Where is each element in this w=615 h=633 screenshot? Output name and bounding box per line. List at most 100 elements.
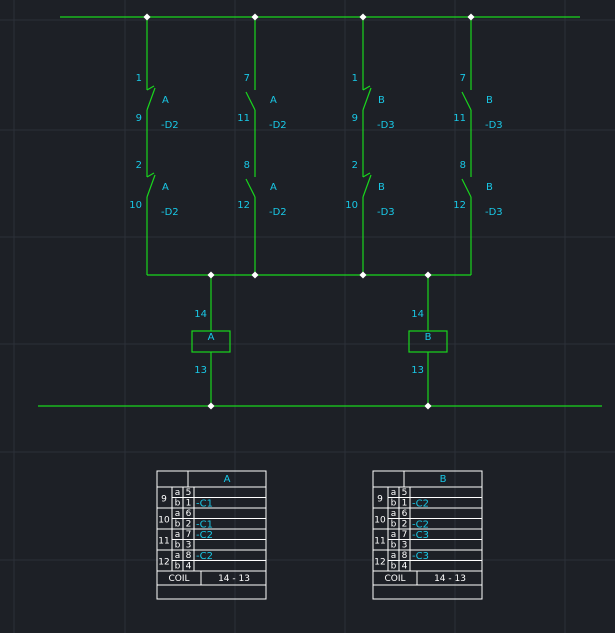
- table-cell-reference: -C2: [412, 499, 429, 510]
- contact-nc-hook: [362, 85, 371, 91]
- junction-node: [251, 271, 259, 279]
- contact-nc-hook: [146, 172, 155, 178]
- table-cell-pin: 6: [402, 509, 408, 519]
- junction-node: [359, 13, 367, 21]
- pin-label-bottom: 11: [237, 113, 250, 124]
- contact-blade: [245, 178, 256, 198]
- contact-letter: A: [162, 95, 169, 106]
- contact-blade: [245, 91, 256, 111]
- contact-letter: B: [378, 182, 385, 193]
- junction-node: [359, 271, 367, 279]
- table-cell-type: b: [391, 520, 397, 530]
- table-group-number: 12: [374, 558, 385, 568]
- table-cell-pin: 8: [402, 551, 408, 561]
- table-coil-label: COIL: [168, 574, 189, 584]
- table-header: A: [224, 474, 231, 485]
- pin-label-top: 7: [460, 73, 466, 84]
- pin-label-top: 8: [244, 160, 250, 171]
- table-cell-reference: -C1: [196, 520, 213, 531]
- table-group-number: 10: [158, 516, 170, 526]
- pin-label-top: 8: [460, 160, 466, 171]
- contact-blade: [362, 87, 372, 111]
- table-cell-pin: 7: [186, 530, 192, 540]
- table-cell-pin: 2: [402, 520, 408, 530]
- table-cell-pin: 4: [186, 562, 192, 572]
- contact-device: -D2: [269, 207, 287, 218]
- junction-nodes: [143, 13, 475, 410]
- coil-box: [191, 330, 231, 353]
- junction-node: [424, 271, 432, 279]
- table-cell-reference: -C2: [196, 530, 213, 541]
- table-border: [372, 470, 483, 600]
- table-group-number: 9: [161, 495, 167, 505]
- contact-nc-hook: [146, 85, 155, 91]
- table-cell-type: b: [391, 499, 397, 509]
- junction-node: [251, 13, 259, 21]
- pin-label-bottom: 9: [352, 113, 358, 124]
- contact-blade: [362, 174, 372, 198]
- table-cell-type: a: [175, 551, 181, 561]
- contact-device: -D2: [269, 120, 287, 131]
- junction-node: [207, 271, 215, 279]
- table-cell-pin: 2: [186, 520, 192, 530]
- table-group-number: 10: [374, 516, 386, 526]
- contact-letter: B: [486, 95, 493, 106]
- contact-letter: B: [486, 182, 493, 193]
- table-cell-pin: 1: [186, 499, 192, 509]
- contact-device: -D3: [485, 120, 503, 131]
- contact-blade: [461, 178, 472, 198]
- table-coil-pins: 14 - 13: [218, 574, 250, 584]
- contact-blade: [461, 91, 472, 111]
- table-cell-reference: -C2: [412, 520, 429, 531]
- contact-letter: B: [378, 95, 385, 106]
- table-cell-pin: 4: [402, 562, 408, 572]
- table-cell-pin: 3: [186, 541, 192, 551]
- table-cell-type: a: [175, 509, 181, 519]
- table-cell-type: b: [175, 562, 181, 572]
- table-group-number: 12: [158, 558, 169, 568]
- table-group-number: 11: [158, 537, 169, 547]
- pin-label-top: 7: [244, 73, 250, 84]
- contact-c1: 19A-D2: [136, 73, 179, 131]
- table-header: B: [440, 474, 447, 485]
- wires: [38, 16, 602, 407]
- pin-label-top: 2: [136, 160, 142, 171]
- contact-letter: A: [270, 95, 277, 106]
- table-coil-label: COIL: [384, 574, 405, 584]
- coil-pin-top: 14: [194, 309, 207, 320]
- pin-label-top: 1: [352, 73, 358, 84]
- table-coil-pins: 14 - 13: [434, 574, 466, 584]
- pin-label-bottom: 12: [237, 200, 250, 211]
- table-cell-reference: -C3: [412, 530, 429, 541]
- contact-device: -D3: [377, 207, 395, 218]
- table-cell-pin: 5: [402, 488, 408, 498]
- table-border: [156, 470, 267, 600]
- table-cell-type: b: [391, 541, 397, 551]
- contact-blade: [146, 174, 156, 198]
- table-cell-type: a: [391, 551, 397, 561]
- table-cell-pin: 6: [186, 509, 192, 519]
- contact-c3: 19B-D3: [352, 73, 395, 131]
- table-cell-type: b: [391, 562, 397, 572]
- contacts: 19A-D2711A-D219B-D3711B-D3210A-D2812A-D2…: [129, 73, 502, 218]
- contact-device: -D3: [485, 207, 503, 218]
- pin-label-bottom: 9: [136, 113, 142, 124]
- pin-label-top: 1: [136, 73, 142, 84]
- junction-node: [143, 13, 151, 21]
- table-cell-type: b: [175, 541, 181, 551]
- coil-label: B: [425, 332, 432, 343]
- contact-c2: 7 11 A -D2: [237, 73, 286, 131]
- pin-label-bottom: 10: [129, 200, 142, 211]
- contact-blade: [146, 87, 156, 111]
